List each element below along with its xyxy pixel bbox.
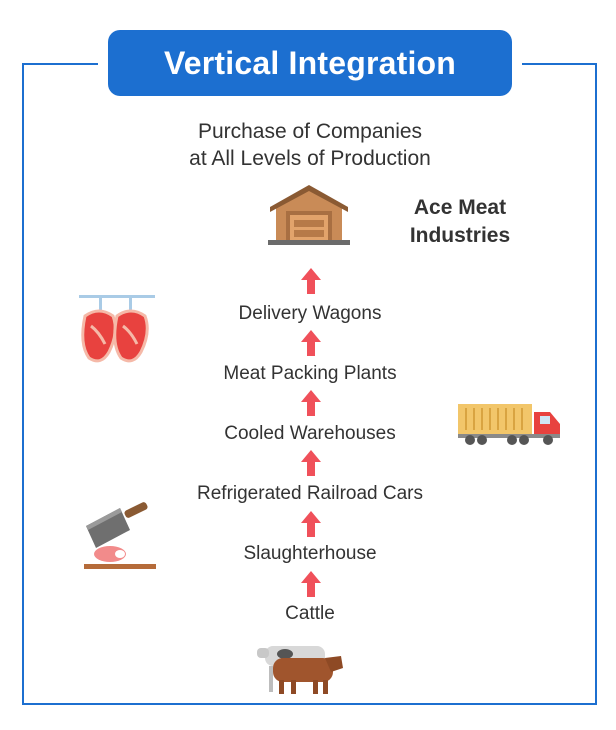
company-name-line-1: Ace Meat	[413, 196, 507, 219]
step-refrigerated-railroad-cars: Refrigerated Railroad Cars	[197, 483, 423, 504]
title-banner: Vertical Integration	[108, 30, 512, 96]
company-name-line-2: Industries	[409, 224, 511, 247]
step-slaughterhouse: Slaughterhouse	[243, 543, 377, 564]
arrow-up-icon	[301, 450, 321, 476]
diagram-title: Vertical Integration	[163, 44, 457, 81]
subtitle-line-1: Purchase of Companies	[197, 120, 423, 143]
cleaver-icon	[84, 502, 156, 569]
subtitle-line-2: at All Levels of Production	[189, 147, 431, 170]
arrow-up-icon	[301, 511, 321, 537]
company-name: Ace Meat Industries	[385, 194, 535, 250]
step-meat-packing-plants: Meat Packing Plants	[223, 363, 397, 384]
arrow-up-icon	[301, 571, 321, 597]
step-cattle: Cattle	[285, 603, 335, 624]
subtitle: Purchase of Companies at All Levels of P…	[110, 118, 510, 172]
arrow-up-icon	[301, 390, 321, 416]
step-delivery-wagons: Delivery Wagons	[238, 303, 382, 324]
hanging-meat-icon	[79, 295, 155, 363]
step-cooled-warehouses: Cooled Warehouses	[224, 423, 396, 444]
cattle-icon	[257, 646, 343, 694]
warehouse-icon	[268, 185, 350, 245]
arrow-up-icon	[301, 268, 321, 294]
truck-icon	[458, 404, 560, 445]
arrow-up-icon	[301, 330, 321, 356]
